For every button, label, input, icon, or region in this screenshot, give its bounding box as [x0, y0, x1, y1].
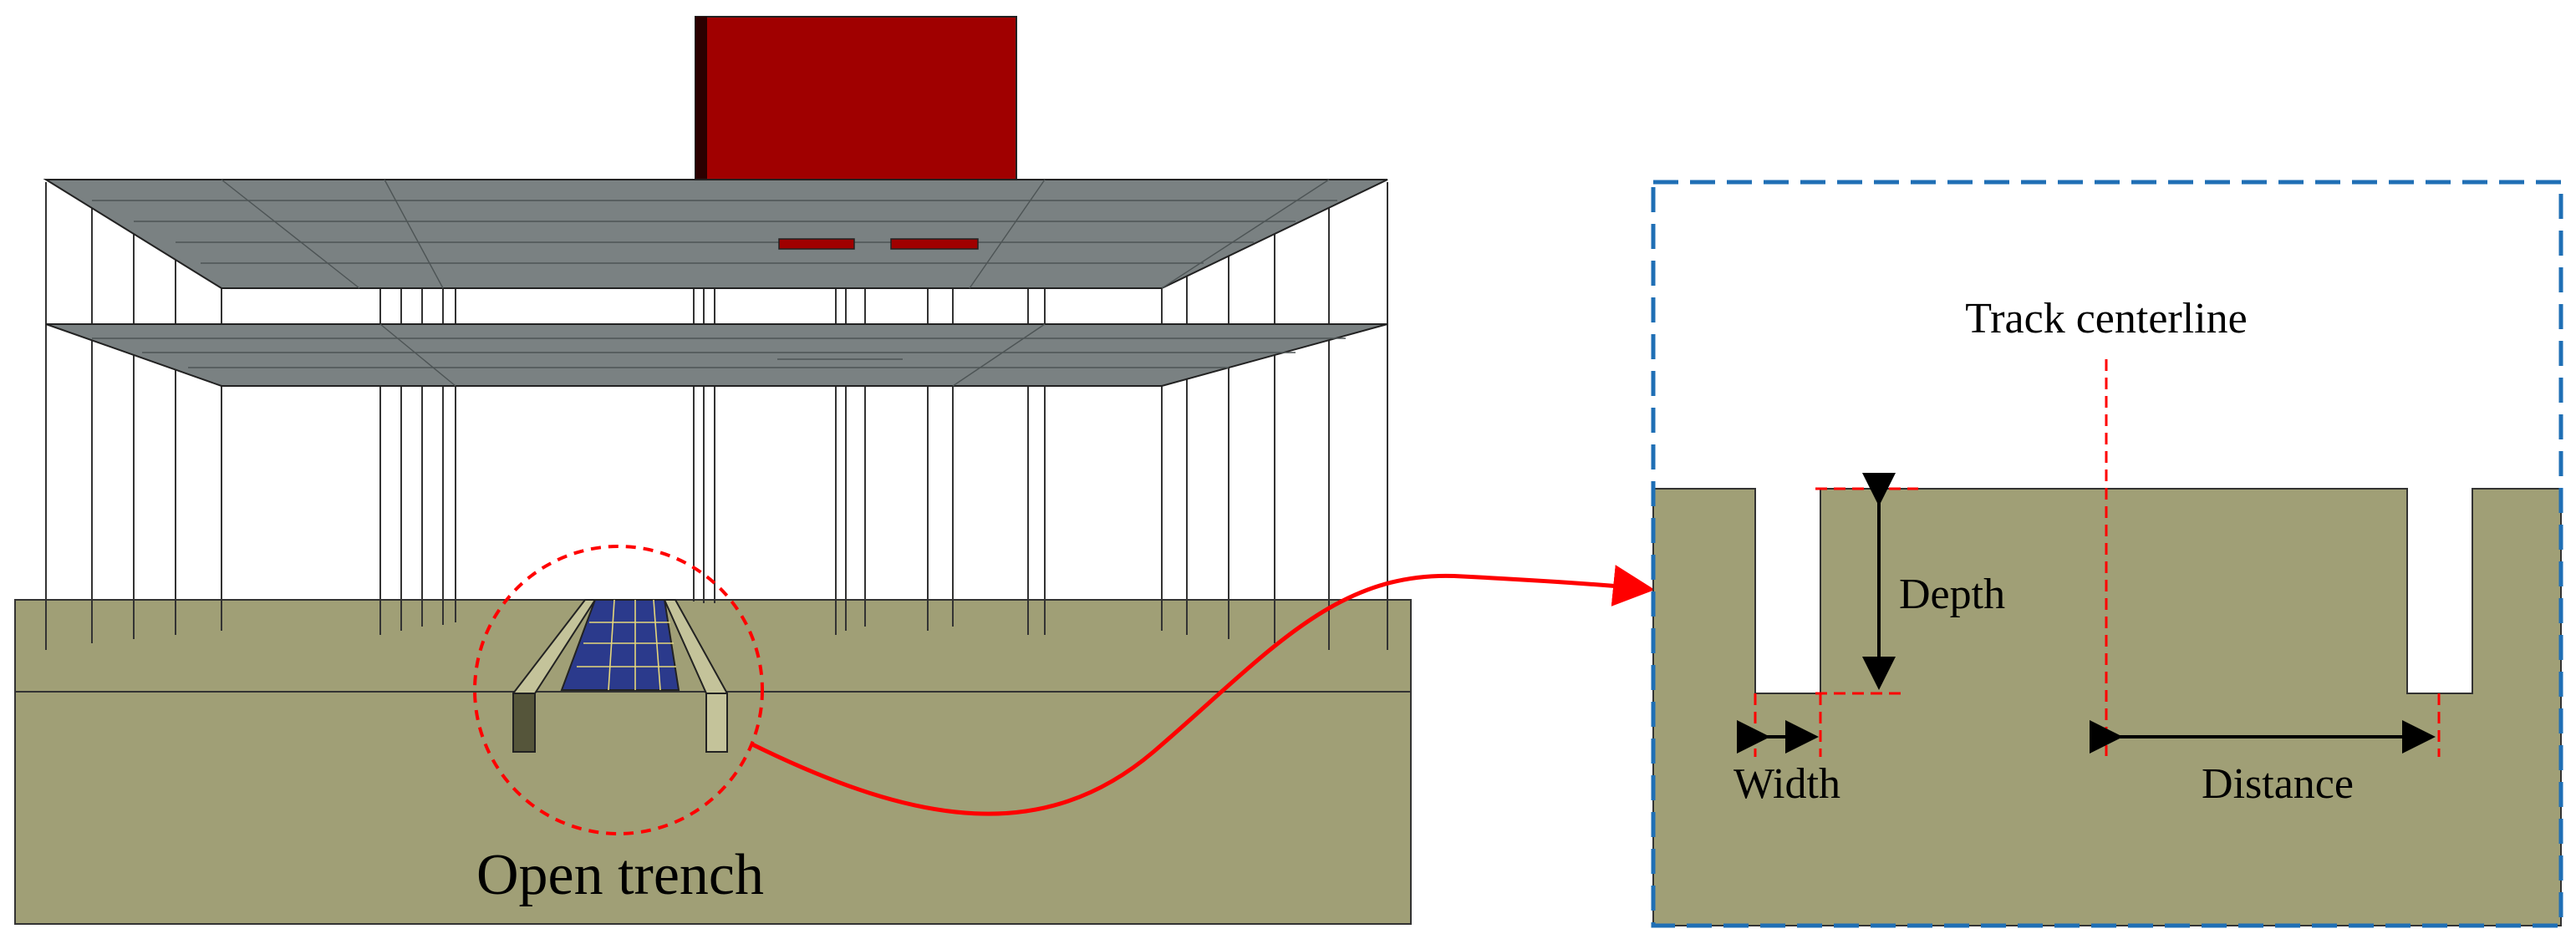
lower-slab-grid: [92, 323, 1346, 387]
trench-highlight-circle: [473, 545, 764, 835]
open-trench-label: Open trench: [476, 843, 764, 907]
red-tower-block: [695, 16, 1017, 185]
trench-left-wall-shade: [512, 693, 536, 753]
depth-dimension: Depth: [1815, 473, 2005, 695]
depth-label: Depth: [1899, 571, 2005, 618]
upper-slab-grid: [92, 179, 1337, 289]
trench-model: [512, 599, 728, 753]
trench-right-wall-front: [705, 693, 728, 753]
red-tower-edge: [695, 17, 707, 184]
width-label: Width: [1733, 760, 1840, 808]
distance-dimension: Distance: [2090, 693, 2441, 808]
slab-opening-1: [778, 238, 855, 250]
building-model: Open trench: [14, 16, 1412, 925]
slab-opening-2: [890, 238, 979, 250]
section-detail: Track centerline Depth Width Distance: [1651, 180, 2563, 928]
width-dimension: Width: [1733, 693, 1840, 808]
track-centerline-label: Track centerline: [1965, 295, 2247, 343]
lower-floor-slab: [45, 323, 1388, 387]
detail-frame: [1651, 180, 2563, 928]
curved-arrow-icon: [749, 565, 1655, 816]
distance-label: Distance: [2202, 760, 2354, 808]
